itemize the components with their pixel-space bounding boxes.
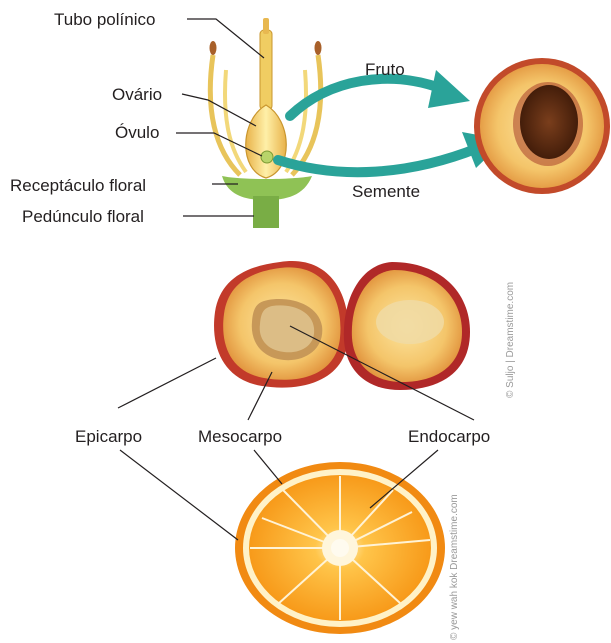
flower-illustration xyxy=(210,18,322,228)
label-fruto: Fruto xyxy=(365,60,405,79)
peach-half-photo xyxy=(474,58,610,194)
label-endocarpo: Endocarpo xyxy=(408,427,490,446)
label-pedunculo-floral: Pedúnculo floral xyxy=(22,207,144,226)
label-epicarpo: Epicarpo xyxy=(75,427,142,446)
orange-half-photo xyxy=(235,462,445,634)
peach-halves-photo xyxy=(214,261,470,390)
label-tubo-polinico: Tubo polínico xyxy=(54,10,155,29)
credit-orange: © yew wah kok Dreamstime.com xyxy=(449,494,460,640)
label-receptaculo-floral: Receptáculo floral xyxy=(10,176,146,195)
label-ovulo: Óvulo xyxy=(115,123,159,142)
label-semente: Semente xyxy=(352,182,420,201)
label-ovario: Ovário xyxy=(112,85,162,104)
label-mesocarpo: Mesocarpo xyxy=(198,427,282,446)
credit-peach: © Suljo | Dreamstime.com xyxy=(505,282,516,398)
